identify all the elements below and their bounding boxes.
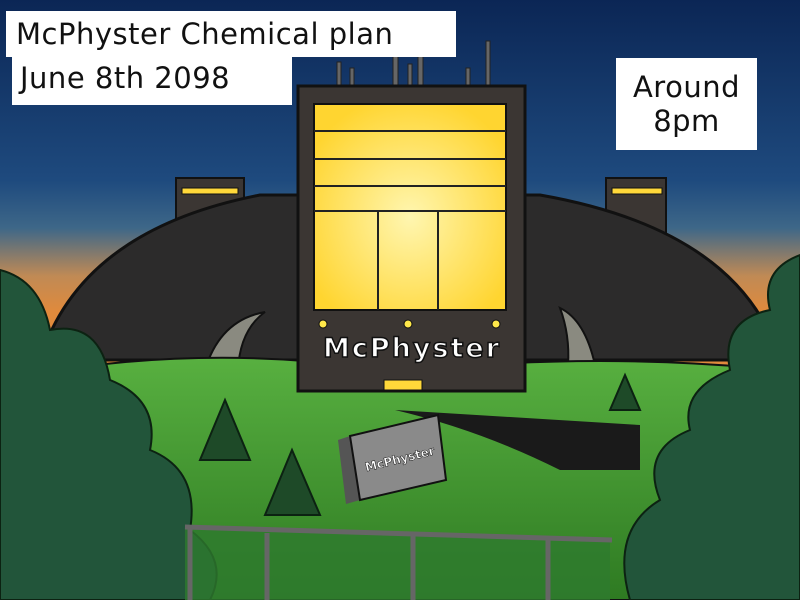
time-caption: Around 8pm xyxy=(616,58,757,150)
location-caption: McPhyster Chemical plan xyxy=(6,11,456,57)
fence xyxy=(184,524,613,600)
trees-right xyxy=(623,253,800,600)
ground-sign: McPhyster xyxy=(338,413,448,504)
dome-arch-left xyxy=(203,311,266,371)
path-shadow xyxy=(395,410,640,470)
dome-arch-right xyxy=(558,306,597,366)
time-caption-line1: Around xyxy=(632,70,741,104)
date-caption: June 8th 2098 xyxy=(12,57,292,105)
tower-window xyxy=(313,103,507,311)
main-tower: McPhyster xyxy=(296,84,527,393)
small-trees xyxy=(198,372,642,516)
building-sign: McPhyster xyxy=(323,333,501,364)
time-caption-line2: 8pm xyxy=(653,104,720,138)
